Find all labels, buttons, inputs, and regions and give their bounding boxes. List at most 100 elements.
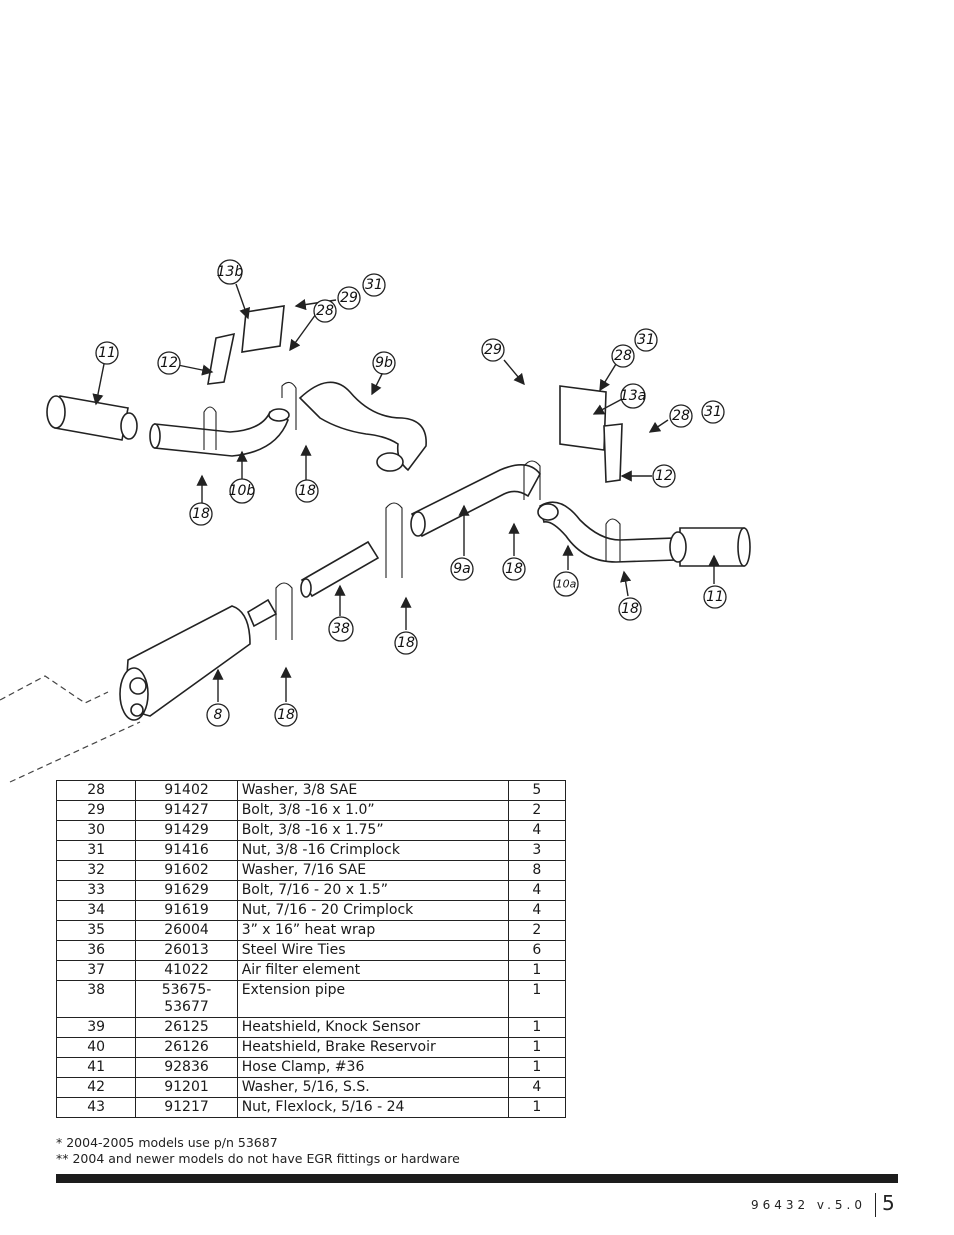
- part-description: Bolt, 7/16 - 20 x 1.5”: [236, 880, 509, 901]
- callout-18-c: 18: [502, 557, 526, 581]
- svg-text:18: 18: [192, 506, 210, 522]
- part-description: Hose Clamp, #36: [236, 1057, 509, 1078]
- svg-text:29: 29: [340, 290, 358, 306]
- svg-text:28: 28: [316, 303, 334, 319]
- part-description: Nut, 7/16 - 20 Crimplock: [236, 900, 509, 921]
- part-description: Extension pipe: [236, 980, 509, 1018]
- part-description: Heatshield, Brake Reservoir: [236, 1037, 509, 1058]
- item-number: 36: [55, 940, 137, 961]
- item-number: 39: [55, 1017, 137, 1038]
- callout-31-top: 31: [362, 273, 386, 297]
- svg-text:18: 18: [621, 601, 639, 617]
- svg-text:28: 28: [672, 408, 690, 424]
- svg-text:31: 31: [704, 404, 722, 420]
- part-description: Bolt, 3/8 -16 x 1.0”: [236, 800, 509, 821]
- callout-11-left: 11: [95, 341, 119, 365]
- callout-18-g: 18: [274, 703, 298, 727]
- item-number: 42: [55, 1077, 137, 1098]
- tailpipe-tip-left: [46, 395, 138, 441]
- item-number: 28: [55, 780, 137, 801]
- svg-text:18: 18: [505, 561, 523, 577]
- bracket-13b: [207, 305, 285, 385]
- svg-text:9b: 9b: [375, 355, 393, 371]
- svg-text:13a: 13a: [620, 388, 646, 404]
- part-number: 26013: [135, 940, 238, 961]
- callout-31-right: 31: [634, 328, 658, 352]
- part-number: 91619: [135, 900, 238, 921]
- quantity: 5: [507, 780, 567, 801]
- callout-38: 38: [328, 616, 354, 642]
- svg-text:28: 28: [614, 348, 632, 364]
- callout-11-right: 11: [703, 585, 727, 609]
- quantity: 1: [507, 1017, 567, 1038]
- item-number: 30: [55, 820, 137, 841]
- quantity: 6: [507, 940, 567, 961]
- item-number: 29: [55, 800, 137, 821]
- part-description: Heatshield, Knock Sensor: [236, 1017, 509, 1038]
- svg-text:18: 18: [277, 707, 295, 723]
- svg-text:11: 11: [706, 589, 724, 605]
- callout-13a: 13a: [620, 383, 646, 409]
- svg-text:9a: 9a: [453, 561, 471, 577]
- quantity: 1: [507, 1097, 567, 1118]
- callout-13b: 13b: [217, 259, 243, 285]
- svg-text:38: 38: [332, 621, 350, 637]
- callout-9a: 9a: [450, 557, 474, 581]
- svg-text:12: 12: [655, 468, 673, 484]
- pipe-10b: [149, 406, 290, 457]
- part-number: 91217: [135, 1097, 238, 1118]
- pipe-9b: [281, 381, 427, 472]
- svg-text:29: 29: [484, 342, 502, 358]
- part-number: 91201: [135, 1077, 238, 1098]
- item-number: 35: [55, 920, 137, 941]
- quantity: 4: [507, 880, 567, 901]
- svg-text:11: 11: [98, 345, 116, 361]
- part-description: Bolt, 3/8 -16 x 1.75”: [236, 820, 509, 841]
- callout-31-right-b: 31: [701, 400, 725, 424]
- part-description: Washer, 5/16, S.S.: [236, 1077, 509, 1098]
- callout-arrows: [92, 283, 720, 702]
- footnote-2: ** 2004 and newer models do not have EGR…: [56, 1151, 460, 1166]
- callout-18-a: 18: [295, 479, 319, 503]
- callout-29-top: 29: [337, 286, 361, 310]
- item-number: 32: [55, 860, 137, 881]
- part-number: 91602: [135, 860, 238, 881]
- part-number: 91416: [135, 840, 238, 861]
- quantity: 1: [507, 960, 567, 981]
- quantity: 2: [507, 800, 567, 821]
- item-number: 41: [55, 1057, 137, 1078]
- part-description: Nut, 3/8 -16 Crimplock: [236, 840, 509, 861]
- part-description: Nut, Flexlock, 5/16 - 24: [236, 1097, 509, 1118]
- callout-28-right-b: 28: [669, 404, 693, 428]
- document-id: 96432 v.5.0: [750, 1198, 866, 1212]
- quantity: 4: [507, 820, 567, 841]
- item-number: 40: [55, 1037, 137, 1058]
- part-number: 26126: [135, 1037, 238, 1058]
- callout-9b: 9b: [372, 351, 396, 375]
- item-number: 43: [55, 1097, 137, 1118]
- svg-text:31: 31: [637, 332, 655, 348]
- item-number: 37: [55, 960, 137, 981]
- part-description: 3” x 16” heat wrap: [236, 920, 509, 941]
- quantity: 1: [507, 980, 567, 1018]
- quantity: 2: [507, 920, 567, 941]
- quantity: 1: [507, 1057, 567, 1078]
- quantity: 1: [507, 1037, 567, 1058]
- quantity: 4: [507, 1077, 567, 1098]
- callout-18-e: 18: [618, 597, 642, 621]
- svg-text:31: 31: [365, 277, 383, 293]
- pipe-9a: [410, 460, 541, 538]
- part-number: 91629: [135, 880, 238, 901]
- item-number: 31: [55, 840, 137, 861]
- bracket-13a: [559, 385, 623, 483]
- callout-28-right: 28: [611, 344, 635, 368]
- tailpipe-tip-right: [669, 527, 751, 567]
